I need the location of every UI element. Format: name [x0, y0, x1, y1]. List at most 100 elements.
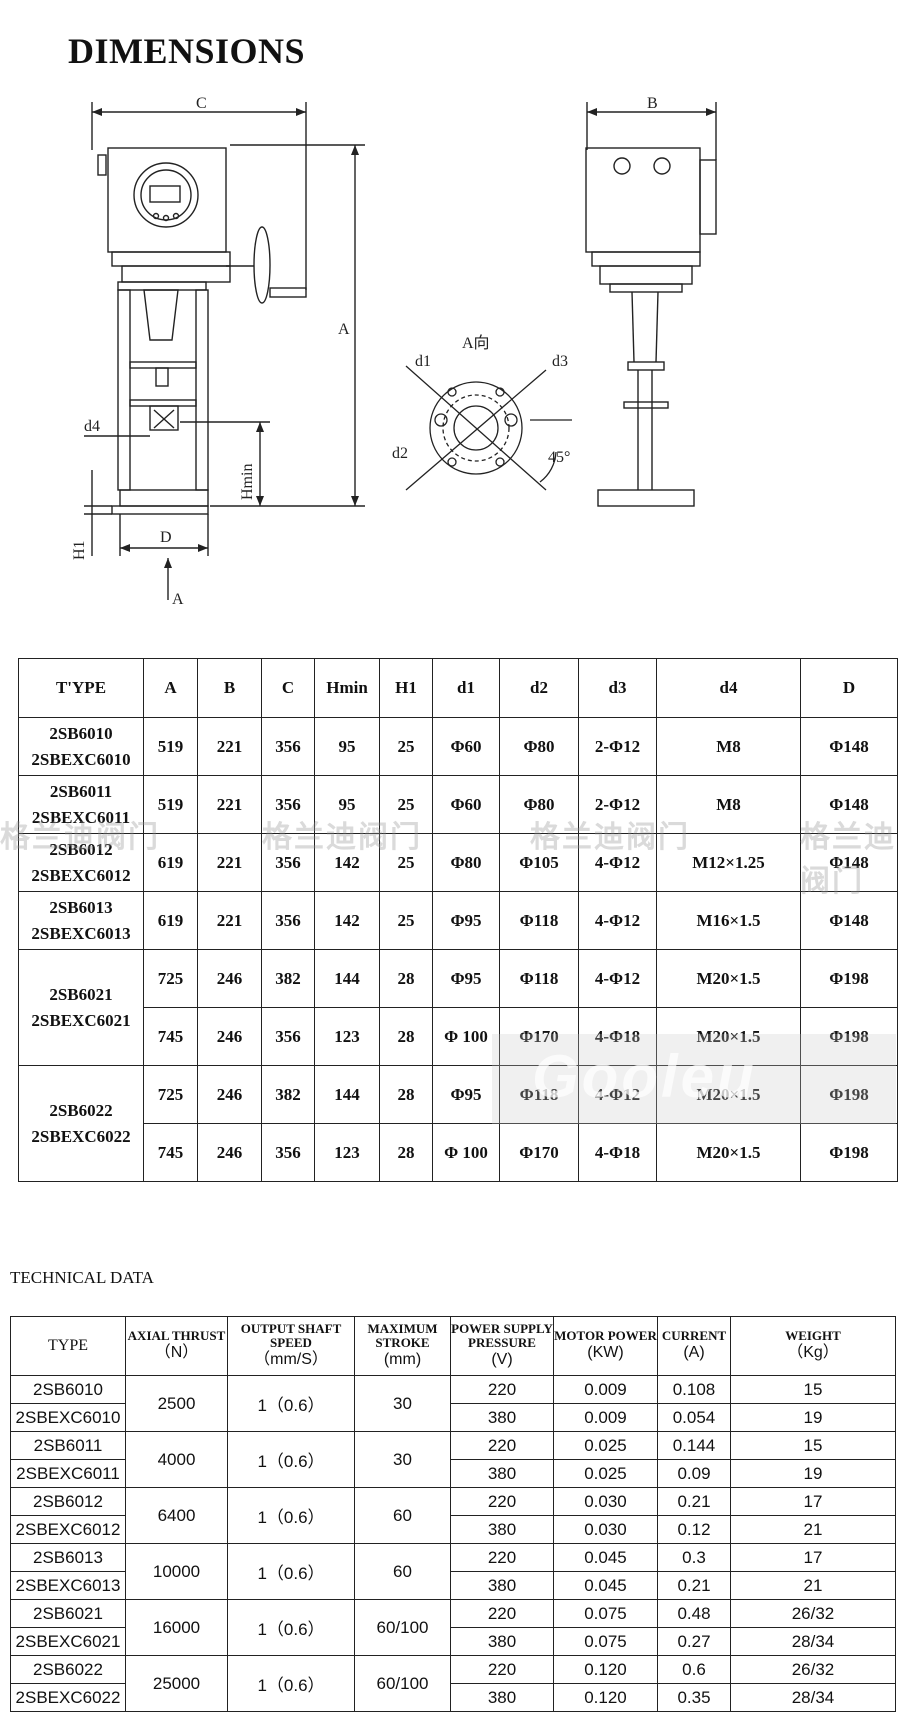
value-cell: 28/34	[730, 1627, 896, 1656]
value-cell: 356	[261, 833, 315, 892]
value-cell: 221	[197, 891, 262, 950]
watermark: 格兰迪阀门	[800, 821, 896, 898]
col-header: D	[800, 658, 898, 718]
value-cell: 356	[261, 775, 315, 834]
value-cell: 0.120	[553, 1655, 658, 1684]
value-cell: M8	[656, 775, 801, 834]
watermark: 格兰迪阀门	[262, 821, 422, 854]
value-cell: 619	[143, 891, 198, 950]
flange-view	[405, 365, 572, 491]
value-cell: 28	[379, 949, 433, 1008]
value-cell: 380	[450, 1515, 554, 1544]
value-cell: Φ148	[800, 833, 898, 892]
col-header: d2	[499, 658, 579, 718]
value-cell: 4-Φ12	[578, 949, 657, 1008]
value-cell: Φ118	[499, 891, 579, 950]
value-cell: 0.108	[657, 1375, 731, 1404]
value-cell: 0.009	[553, 1403, 658, 1432]
value-cell: 0.030	[553, 1515, 658, 1544]
value-cell: 25	[379, 775, 433, 834]
value-cell: Φ105	[499, 833, 579, 892]
value-cell: 220	[450, 1375, 554, 1404]
value-cell: 26/32	[730, 1599, 896, 1628]
label-hmin: Hmin	[239, 464, 256, 500]
watermark: 格兰迪阀门	[0, 821, 160, 854]
label-c: C	[196, 95, 207, 112]
tech-col-label: AXIAL THRUST	[127, 1328, 226, 1343]
value-cell: 123	[314, 1007, 380, 1066]
value-cell: 380	[450, 1627, 554, 1656]
type-cell: 2SBEXC6013	[10, 1571, 126, 1600]
tech-col-label: TYPE	[48, 1337, 88, 1354]
value-cell: 0.144	[657, 1431, 731, 1460]
tech-col-unit: (mm)	[383, 1351, 422, 1368]
value-cell: 0.09	[657, 1459, 731, 1488]
value-cell: 19	[730, 1459, 896, 1488]
speed-cell: 1（0.6）	[227, 1375, 355, 1432]
value-cell: 21	[730, 1515, 896, 1544]
col-header: Hmin	[314, 658, 380, 718]
value-cell: 0.120	[553, 1683, 658, 1712]
label-view-a: A向	[462, 334, 490, 352]
tech-col-unit: （N）	[154, 1344, 199, 1361]
value-cell: 144	[314, 949, 380, 1008]
stroke-cell: 60/100	[354, 1655, 451, 1712]
label-arrow-a: A	[172, 591, 184, 608]
value-cell: M20×1.5	[656, 949, 801, 1008]
value-cell: 380	[450, 1403, 554, 1432]
value-cell: Φ95	[432, 1065, 500, 1124]
technical-data-title: TECHNICAL DATA	[10, 1268, 154, 1287]
speed-cell: 1（0.6）	[227, 1431, 355, 1488]
value-cell: 15	[730, 1431, 896, 1460]
type-cell: 2SB6013 2SBEXC6013	[18, 891, 144, 950]
tech-col-unit: （Kg）	[787, 1344, 839, 1361]
value-cell: 0.045	[553, 1543, 658, 1572]
value-cell: Φ170	[499, 1123, 579, 1182]
type-cell: 2SB6011	[10, 1431, 126, 1460]
value-cell: M16×1.5	[656, 891, 801, 950]
value-cell: 382	[261, 949, 315, 1008]
speed-cell: 1（0.6）	[227, 1599, 355, 1656]
tech-col-header: CURRENT(A)	[657, 1316, 731, 1376]
value-cell: 356	[261, 1007, 315, 1066]
value-cell: 0.075	[553, 1627, 658, 1656]
tech-col-header: OUTPUT SHAFT SPEED（mm/S）	[227, 1316, 355, 1376]
value-cell: 0.21	[657, 1487, 731, 1516]
thrust-cell: 6400	[125, 1487, 228, 1544]
label-a: A	[338, 321, 350, 338]
watermark: 格兰迪阀门	[530, 821, 690, 854]
value-cell: Φ 100	[432, 1007, 500, 1066]
value-cell: 0.27	[657, 1627, 731, 1656]
value-cell: Φ148	[800, 717, 898, 776]
stroke-cell: 60	[354, 1543, 451, 1600]
tech-col-label: POWER SUPPLY PRESSURE	[451, 1321, 553, 1350]
value-cell: 0.045	[553, 1571, 658, 1600]
value-cell: 2-Φ12	[578, 717, 657, 776]
value-cell: Φ60	[432, 717, 500, 776]
value-cell: M12×1.25	[656, 833, 801, 892]
value-cell: 19	[730, 1403, 896, 1432]
value-cell: Φ198	[800, 1123, 898, 1182]
col-header: B	[197, 658, 262, 718]
value-cell: 15	[730, 1375, 896, 1404]
value-cell: 246	[197, 1007, 262, 1066]
value-cell: Φ60	[432, 775, 500, 834]
value-cell: 220	[450, 1655, 554, 1684]
label-h1: H1	[71, 540, 88, 560]
value-cell: 356	[261, 891, 315, 950]
value-cell: 221	[197, 833, 262, 892]
value-cell: 17	[730, 1543, 896, 1572]
tech-col-header: MAXIMUM STROKE(mm)	[354, 1316, 451, 1376]
type-cell: 2SBEXC6012	[10, 1515, 126, 1544]
value-cell: 123	[314, 1123, 380, 1182]
value-cell: 0.054	[657, 1403, 731, 1432]
tech-col-label: CURRENT	[661, 1328, 727, 1343]
thrust-cell: 16000	[125, 1599, 228, 1656]
value-cell: 220	[450, 1543, 554, 1572]
value-cell: 4-Φ18	[578, 1007, 657, 1066]
